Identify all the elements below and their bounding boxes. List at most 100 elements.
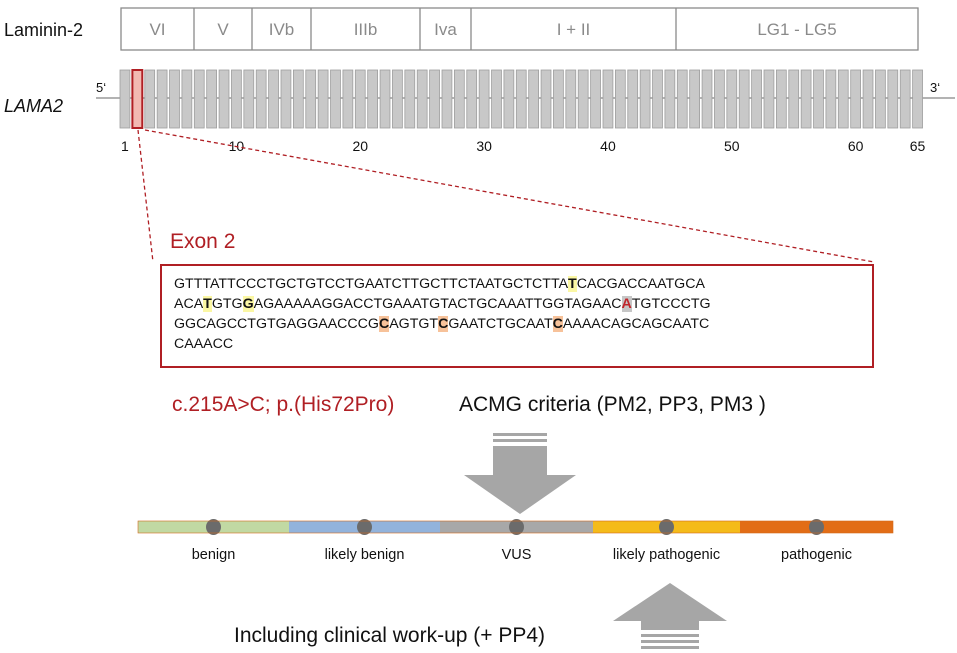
highlighted-base: T: [568, 276, 577, 292]
exon-38: [577, 69, 589, 129]
tick-label-50: 50: [724, 138, 740, 154]
zoom-line-right: [144, 129, 875, 263]
exon-58: [825, 69, 837, 129]
exon-43: [639, 69, 651, 129]
exon-24: [404, 69, 416, 129]
scale-label-3: VUS: [502, 547, 532, 563]
domain-2: V: [217, 20, 229, 39]
exon-28: [453, 69, 465, 129]
exon-42: [627, 69, 639, 129]
scale-marker-5: [809, 519, 824, 535]
exon-7: [193, 69, 205, 129]
domain-5: Iva: [434, 20, 457, 39]
scale-marker-3: [509, 519, 524, 535]
exon-track: [119, 69, 923, 129]
exon-2: [131, 69, 144, 129]
exon-4: [156, 69, 168, 129]
exon-12: [255, 69, 267, 129]
tick-label-30: 30: [476, 138, 492, 154]
exon-39: [590, 69, 601, 129]
domain-4: IIIb: [354, 20, 378, 39]
sequence-segment: AGAAAAAGGACCTGAAATGTACTGCAAATTGGTAGAAC: [253, 296, 622, 312]
sequence-line: GGCAGCCTGTGAGGAACCCGCAGTGTCGAATCTGCAATCA…: [174, 314, 711, 334]
scale-marker-1: [206, 519, 221, 535]
acmg-down-arrow: [464, 433, 576, 514]
zoom-line-left: [137, 129, 154, 263]
highlighted-base: C: [378, 316, 390, 332]
exon-63: [887, 69, 899, 129]
variant-label: c.215A>C; p.(His72Pro): [172, 393, 395, 416]
exon-57: [813, 69, 824, 129]
scale-label-4: likely pathogenic: [613, 547, 720, 563]
exon-47: [689, 69, 701, 129]
tick-label-65: 65: [910, 138, 926, 154]
workup-up-arrow: [613, 583, 727, 649]
exon-5: [169, 69, 180, 129]
exon-sequence-box: GTTTATTCCCTGCTGTCCTGAATCTTGCTTCTAATGCTCT…: [160, 264, 874, 368]
exon-37: [565, 69, 577, 129]
exon-17: [317, 69, 329, 129]
exon-26: [429, 69, 440, 129]
exon-1: [119, 69, 131, 129]
exon-11: [243, 69, 255, 129]
highlighted-base: T: [203, 296, 212, 312]
sequence-segment: GAATCTGCAAT: [448, 316, 553, 332]
tick-label-1: 1: [121, 138, 129, 154]
clinical-workup-label: Including clinical work-up (+ PP4): [234, 624, 546, 647]
scale-marker-4: [659, 519, 674, 535]
exon-22: [379, 69, 391, 129]
exon-36: [553, 69, 564, 129]
exon-50: [726, 69, 738, 129]
gene-label: LAMA2: [4, 96, 63, 116]
exon-15: [292, 69, 304, 129]
exon-52: [751, 69, 762, 129]
exon-46: [676, 69, 688, 129]
domain-6: I + II: [557, 20, 591, 39]
exon-30: [478, 69, 490, 129]
exon-detail-title: Exon 2: [170, 230, 235, 253]
exon-65: [912, 69, 923, 129]
exon-59: [837, 69, 849, 129]
exon-55: [788, 69, 800, 129]
exon-10: [231, 69, 242, 129]
exon-27: [441, 69, 453, 129]
exon-62: [875, 69, 886, 129]
protein-label: Laminin-2: [4, 20, 83, 40]
exon-54: [775, 69, 787, 129]
exon-9: [218, 69, 230, 129]
exon-13: [268, 69, 279, 129]
highlighted-base: C: [438, 316, 449, 332]
exon-21: [367, 69, 379, 129]
sequence-segment: AGTGT: [389, 316, 439, 332]
exon-51: [738, 69, 750, 129]
scale-marker-2: [357, 519, 372, 535]
sequence-segment: ACA: [174, 296, 204, 312]
tick-label-20: 20: [352, 138, 368, 154]
exon-61: [862, 69, 874, 129]
exon-40: [602, 69, 614, 129]
exon-32: [503, 69, 515, 129]
sequence-segment: GGCAGCCTGTGAGGAACCCG: [174, 316, 379, 332]
exon-60: [850, 69, 862, 129]
exon-64: [899, 69, 911, 129]
exon-18: [330, 69, 341, 129]
exon-33: [515, 69, 527, 129]
sequence-line: ACATGTGGAGAAAAAGGACCTGAAATGTACTGCAAATTGG…: [174, 294, 711, 314]
highlighted-base: G: [242, 296, 254, 312]
highlighted-base: C: [552, 316, 563, 332]
sequence-segment: GTTTATTCCCTGCTGTCCTGAATCTTGCTTCTAATGCTCT…: [174, 276, 569, 292]
sequence-line: GTTTATTCCCTGCTGTCCTGAATCTTGCTTCTAATGCTCT…: [174, 274, 711, 294]
exon-29: [466, 69, 478, 129]
scale-label-5: pathogenic: [781, 547, 852, 563]
domain-7: LG1 - LG5: [757, 20, 836, 39]
three-prime-label: 3‘: [930, 80, 940, 95]
exon-sequence: GTTTATTCCCTGCTGTCCTGAATCTTGCTTCTAATGCTCT…: [174, 274, 711, 354]
exon-23: [392, 69, 403, 129]
domain-1: VI: [149, 20, 165, 39]
exon-8: [206, 69, 217, 129]
exon-20: [354, 69, 366, 129]
highlighted-base: A: [621, 296, 632, 312]
